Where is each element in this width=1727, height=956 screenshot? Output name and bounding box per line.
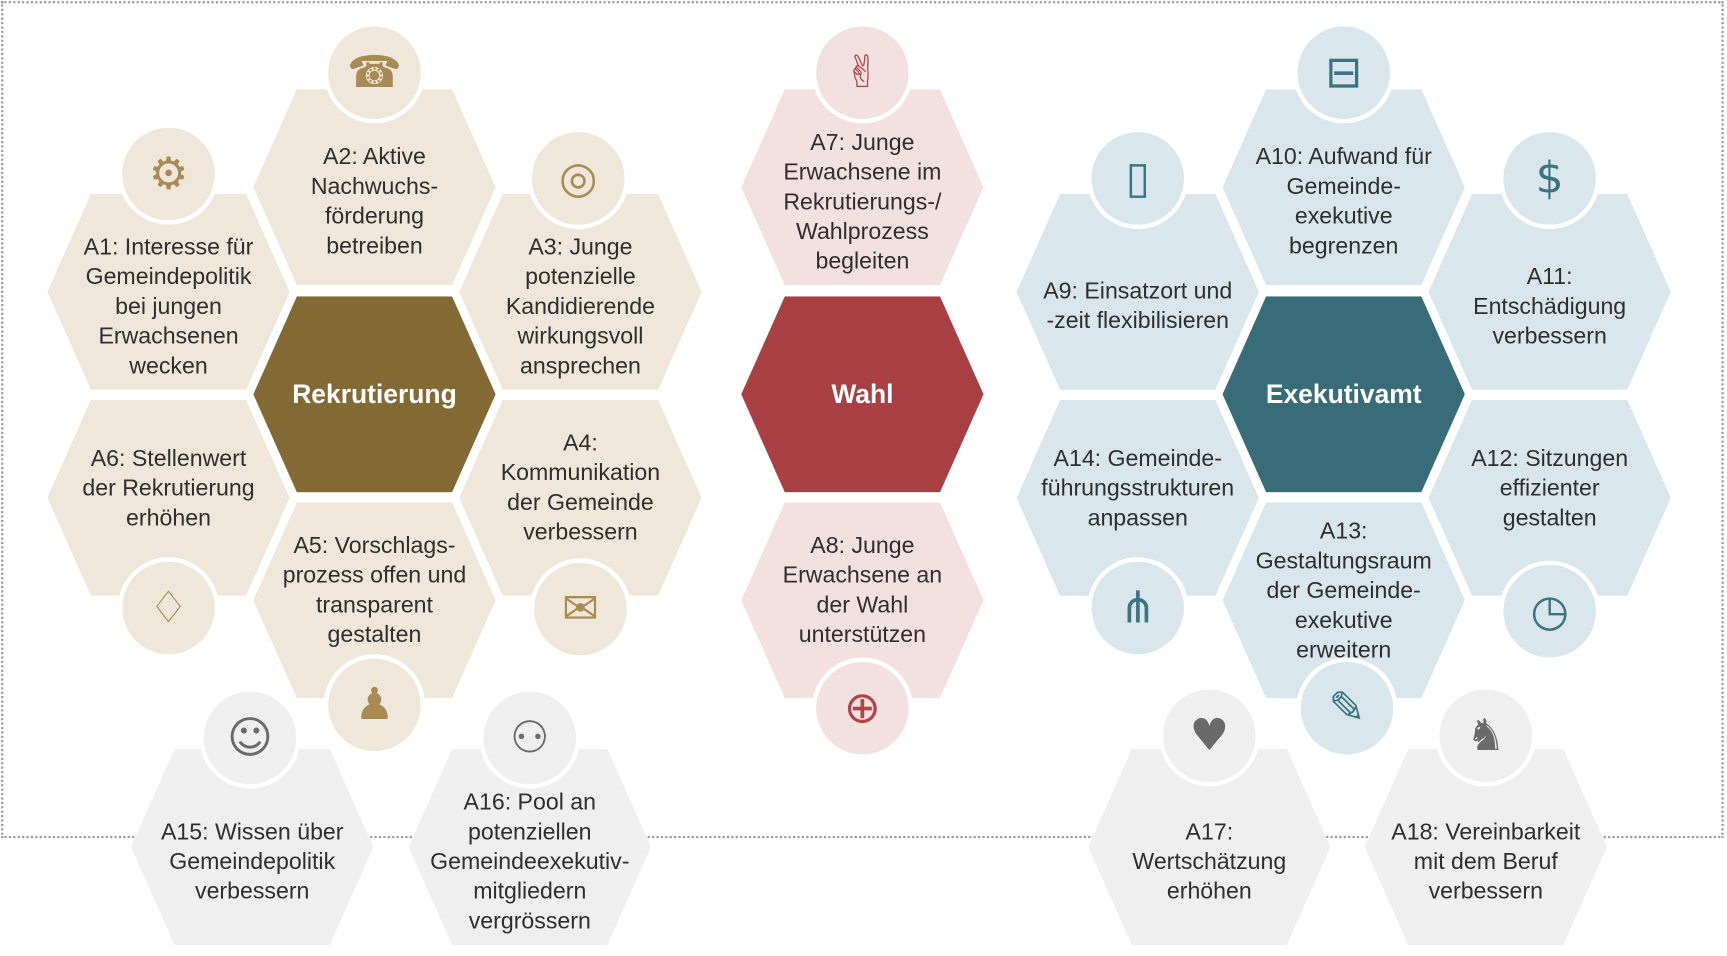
category-label: Rekrutierung: [292, 379, 457, 410]
measure-label: A4: Kommunikation der Gemeinde verbesser…: [500, 430, 661, 546]
megaphone-phone-icon: ☎: [323, 22, 426, 124]
measure-label: A16: Pool an potenziellen Gemeindeexekut…: [430, 789, 630, 934]
people-pool-icon: ⚇: [479, 687, 581, 789]
measure-a8: A8: Junge Erwachsene an der Wahl unterst…: [741, 502, 984, 699]
measure-label: A18: Vereinbarkeit mit dem Beruf verbess…: [1391, 818, 1581, 904]
category-rekrutierung: Rekrutierung: [253, 296, 496, 493]
measure-label: A8: Junge Erwachsene an der Wahl unterst…: [782, 533, 943, 648]
strategy-board-icon: ♟: [323, 654, 426, 756]
heart-hand-icon: ♥: [1158, 685, 1261, 787]
measure-a3: A3: Junge potenzielle Kandidierende wirk…: [459, 193, 702, 390]
measure-a1: A1: Interesse für Gemeindepolitik bei ju…: [47, 193, 290, 390]
smartphone-check-icon: ▯: [1087, 127, 1189, 230]
category-label: Wahl: [831, 379, 894, 410]
drawing-board-icon: ✎: [1296, 657, 1398, 759]
measure-label: A9: Einsatzort und -zeit flexibilisieren: [1043, 278, 1233, 334]
wallet-coin-icon: $: [1499, 127, 1601, 230]
measure-label: A11: Entschädigung verbessern: [1473, 263, 1627, 349]
measure-label: A3: Junge potenzielle Kandidierende wirk…: [505, 234, 656, 379]
stopwatch-icon: ◷: [1499, 560, 1601, 662]
briefcase-icon: ⊟: [1293, 22, 1395, 124]
category-label: Exekutivamt: [1265, 379, 1422, 410]
head-lightbulb-icon: ⚙: [117, 123, 220, 225]
handshake-icon: ✌: [811, 22, 914, 124]
measure-label: A15: Wissen über Gemeindepolitik verbess…: [160, 818, 344, 904]
measure-label: A2: Aktive Nachwuchs-förderung betreiben: [310, 144, 439, 259]
head-knowledge-icon: ☺: [199, 687, 301, 789]
category-wahl: Wahl: [741, 296, 984, 493]
lifebuoy-icon: ⊕: [811, 657, 914, 759]
measure-label: A13: Gestaltungsraum der Gemeinde-exekut…: [1255, 518, 1432, 663]
org-chart-icon: ⋔: [1087, 557, 1189, 659]
dotted-frame: [1, 1, 1724, 839]
category-exekutivamt: Exekutivamt: [1222, 296, 1465, 493]
chat-bubbles-icon: ✉: [529, 558, 632, 660]
measure-label: A5: Vorschlags-prozess offen und transpa…: [282, 533, 467, 648]
measure-a13: A13: Gestaltungsraum der Gemeinde-exekut…: [1222, 502, 1465, 699]
measure-label: A17: Wertschätzung erhöhen: [1132, 818, 1287, 904]
measure-label: A12: Sitzungen effizienter gestalten: [1471, 445, 1629, 531]
measure-label: A6: Stellenwert der Rekrutierung erhöhen: [82, 445, 255, 531]
measure-label: A14: Gemeinde-führungsstrukturen anpasse…: [1041, 445, 1235, 531]
measure-label: A10: Aufwand für Gemeinde-exekutive begr…: [1255, 144, 1432, 259]
diamond-icon: ♢: [117, 557, 220, 659]
toy-dog-icon: ♞: [1435, 685, 1537, 787]
target-dart-icon: ◎: [527, 127, 629, 230]
measure-a18: A18: Vereinbarkeit mit dem Beruf verbess…: [1364, 748, 1607, 946]
measure-label: A7: Junge Erwachsene im Rekrutierungs-/ …: [783, 129, 942, 274]
measure-label: A1: Interesse für Gemeindepolitik bei ju…: [83, 234, 254, 379]
